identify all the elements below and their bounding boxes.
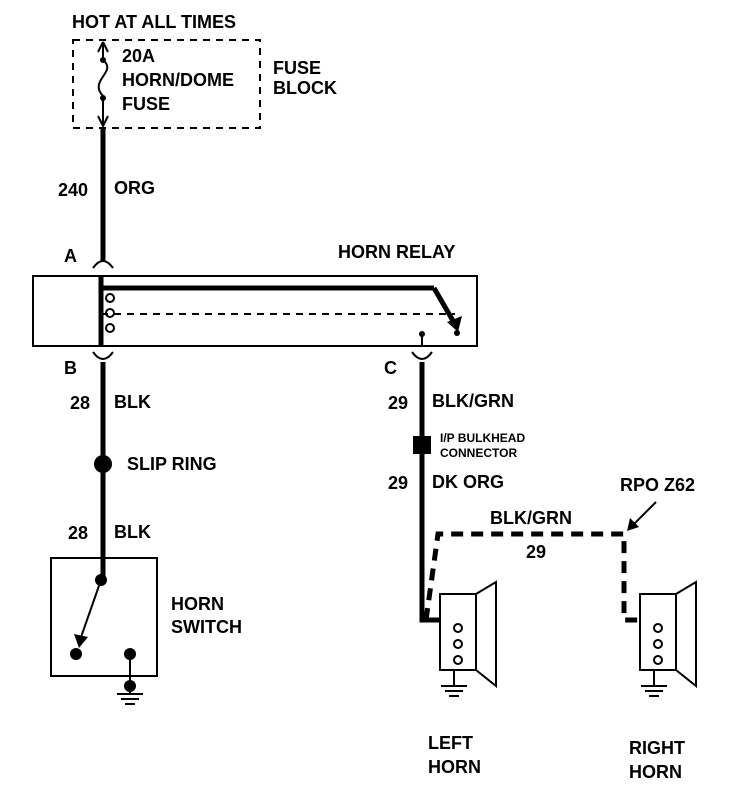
horn-switch-label-line1: HORN xyxy=(171,594,224,614)
wire-29-dk-org xyxy=(419,454,440,623)
wire-28-bottom-color: BLK xyxy=(114,522,151,542)
fuse-type: FUSE xyxy=(122,94,170,114)
horn-switch-box xyxy=(50,557,158,677)
left-horn-label-line2: HORN xyxy=(428,757,481,777)
right-horn-icon xyxy=(639,580,697,689)
left-horn-icon xyxy=(439,580,497,689)
fuse-rating: 20A xyxy=(122,46,155,66)
bulkhead-label-line2: CONNECTOR xyxy=(440,446,517,460)
horn-switch-label-line2: SWITCH xyxy=(171,617,242,637)
wire-240-color: ORG xyxy=(114,178,155,198)
left-horn-label-line1: LEFT xyxy=(428,733,473,753)
relay-pin-a-label: A xyxy=(64,246,77,266)
right-horn-label-line1: RIGHT xyxy=(629,738,685,758)
wire-28-top-color: BLK xyxy=(114,392,151,412)
right-horn-ground-icon xyxy=(641,670,667,697)
left-horn-ground-icon xyxy=(441,670,467,697)
fuse-block-outline xyxy=(72,39,261,129)
option-wire-color: BLK/GRN xyxy=(490,508,572,528)
wire-29-top-number: 29 xyxy=(388,393,408,413)
fuse-name: HORN/DOME xyxy=(122,70,234,90)
wire-28-bottom-number: 28 xyxy=(68,523,88,543)
wire-28-top-number: 28 xyxy=(70,393,90,413)
relay-internals xyxy=(98,276,462,346)
bulkhead-label-line1: I/P BULKHEAD xyxy=(440,431,525,445)
rpo-pointer-arrow xyxy=(627,501,657,531)
relay-title: HORN RELAY xyxy=(338,242,455,262)
fuse-block-label-line1: FUSE xyxy=(273,58,321,78)
wire-240-number: 240 xyxy=(58,180,88,200)
rpo-z62-label: RPO Z62 xyxy=(620,475,695,495)
horn-switch-contacts xyxy=(70,574,136,692)
fuse-block-label-line2: BLOCK xyxy=(273,78,337,98)
right-horn-label-line2: HORN xyxy=(629,762,682,782)
option-wire-number: 29 xyxy=(526,542,546,562)
relay-pin-b-label: B xyxy=(64,358,77,378)
wire-29-option-dashed xyxy=(423,531,640,623)
ip-bulkhead-connector xyxy=(413,436,431,454)
relay-pin-c-connector xyxy=(411,351,433,360)
relay-pin-b-connector xyxy=(92,351,114,360)
relay-pin-a-connector xyxy=(92,260,114,269)
horn-switch-ground-icon xyxy=(117,686,143,705)
wire-29-mid-color: DK ORG xyxy=(432,472,504,492)
horn-relay-box xyxy=(32,275,478,347)
slip-ring-label: SLIP RING xyxy=(127,454,217,474)
wire-29-top-color: BLK/GRN xyxy=(432,391,514,411)
fuse-symbol xyxy=(97,41,109,129)
relay-pin-c-label: C xyxy=(384,358,397,378)
hot-at-all-times-label: HOT AT ALL TIMES xyxy=(72,12,236,32)
wire-29-mid-number: 29 xyxy=(388,473,408,493)
slip-ring-node xyxy=(94,455,112,473)
